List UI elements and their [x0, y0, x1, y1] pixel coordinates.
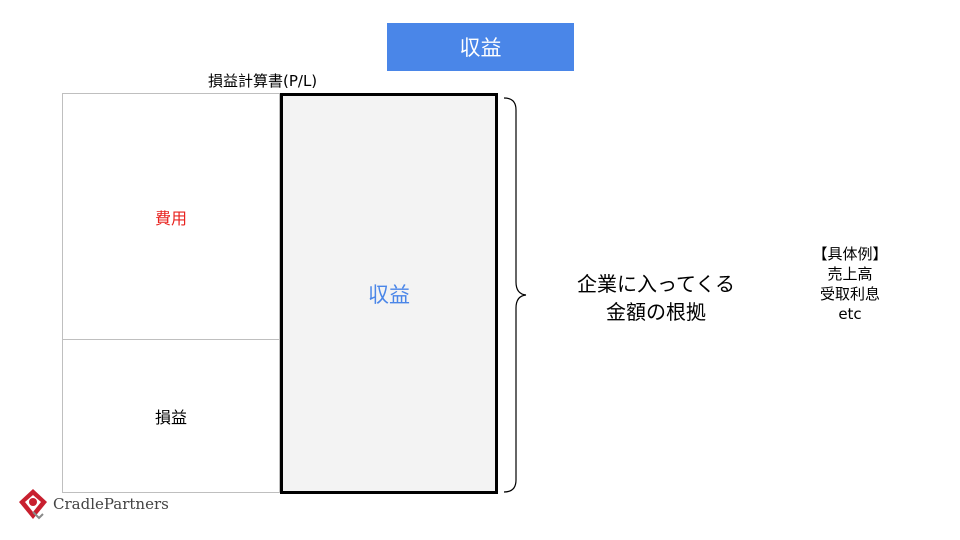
pl-statement-label: 損益計算書(P/L) — [208, 72, 318, 90]
title-badge-label: 収益 — [459, 36, 502, 60]
expense-cell: 費用 — [63, 94, 279, 339]
company-logo: CradlePartners — [17, 488, 169, 520]
revenue-title-badge: 収益 — [387, 23, 574, 71]
profit-cell: 損益 — [63, 339, 279, 493]
revenue-box: 収益 — [280, 93, 498, 494]
example-item: 売上高 — [827, 265, 873, 283]
logo-text: CradlePartners — [53, 495, 169, 513]
pl-left-column: 費用 損益 — [62, 93, 280, 493]
revenue-description: 企業に入ってくる 金額の根拠 — [566, 270, 746, 326]
expense-label: 費用 — [154, 208, 187, 228]
example-item: 受取利息 — [819, 285, 880, 303]
revenue-label: 収益 — [368, 282, 410, 307]
examples-list: 【具体例】 売上高 受取利息 etc — [800, 244, 900, 324]
note-line-1: 企業に入ってくる — [577, 272, 735, 296]
example-item: etc — [838, 305, 862, 323]
profit-label: 損益 — [154, 408, 187, 427]
note-line-2: 金額の根拠 — [606, 300, 706, 324]
column-divider — [63, 339, 279, 340]
right-curly-brace — [503, 97, 527, 493]
examples-heading: 【具体例】 — [812, 245, 888, 263]
cradle-logo-icon — [19, 489, 47, 520]
